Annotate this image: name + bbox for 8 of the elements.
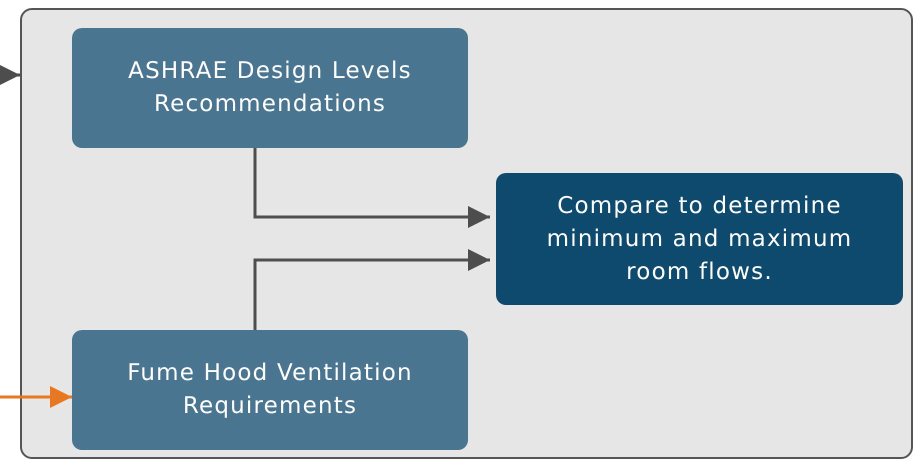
arrow — [0, 386, 72, 408]
process-box: Fume Hood Ventilation Requirements — [72, 330, 468, 450]
arrow — [254, 249, 490, 330]
process-box: ASHRAE Design Levels Recommendations — [72, 28, 468, 148]
process-box: Compare to determine minimum and maximum room flows. — [496, 173, 903, 305]
arrow — [0, 64, 20, 86]
arrow — [254, 148, 490, 228]
group-panel — [20, 8, 913, 459]
